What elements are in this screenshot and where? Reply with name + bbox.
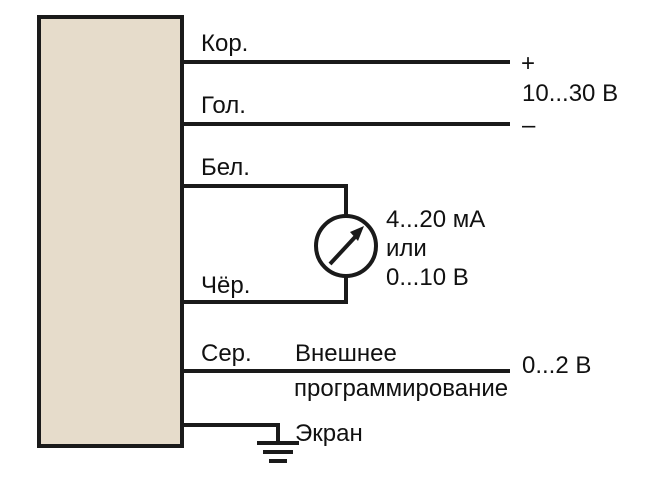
wire-white-label: Бел. (201, 154, 250, 181)
wire-brown-label: Кор. (201, 30, 248, 57)
supply-range: 10...30 В (522, 80, 618, 107)
ground-icon (257, 441, 299, 463)
programming-label-2: программирование (294, 375, 508, 402)
device-body (37, 15, 184, 448)
meter-label-1: 4...20 мА (386, 206, 485, 233)
meter-label-2: или (386, 235, 427, 262)
wire-grey-label: Сер. (201, 340, 252, 367)
wire-white (182, 184, 348, 217)
programming-voltage: 0...2 В (522, 352, 591, 379)
wire-blue-label: Гол. (201, 92, 246, 119)
programming-label-1: Внешнее (295, 340, 397, 367)
wire-black-label: Чёр. (201, 272, 250, 299)
supply-minus: – (522, 112, 536, 139)
supply-plus: + (521, 50, 535, 77)
wire-black (182, 275, 348, 304)
shield-label: Экран (295, 420, 363, 447)
wire-shield (182, 423, 280, 441)
meter-label-3: 0...10 В (386, 264, 469, 291)
meter-icon (314, 214, 378, 278)
